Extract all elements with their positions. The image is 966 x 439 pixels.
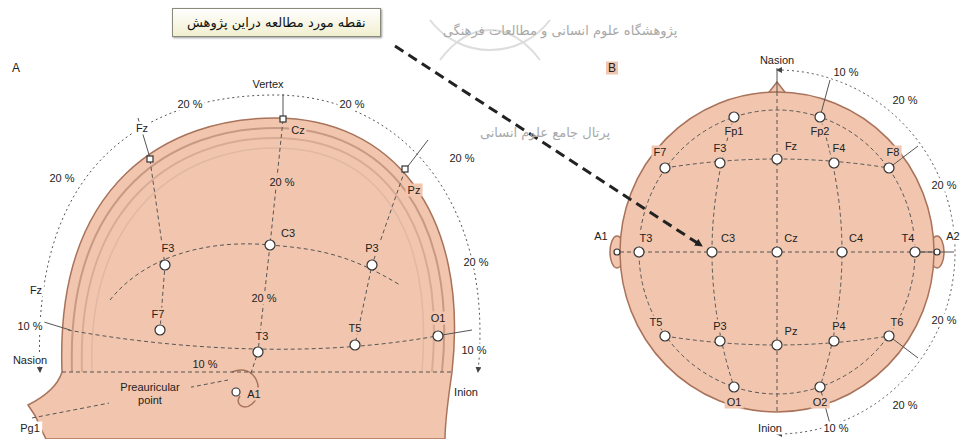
electrode-label: 10 % (190, 358, 219, 371)
watermark-text: پژوهشگاه علوم انسانی و مطالعات فرهنگی (441, 24, 680, 37)
electrode-label: 20 % (447, 152, 476, 165)
electrode-label: P3 (711, 320, 728, 333)
electrode-label: 20 % (337, 98, 366, 111)
electrode-label: Pz (783, 325, 800, 338)
electrode-label: A2 (944, 230, 961, 243)
electrode-label: T5 (648, 316, 665, 329)
electrode-label: 10 % (15, 320, 44, 333)
electrode-label: F7 (652, 146, 669, 159)
electrode-label: Pg1 (18, 422, 42, 435)
electrode-label: Vertex (250, 78, 285, 91)
electrode-label: Nasion (11, 354, 49, 367)
electrode-label: Cz (782, 232, 799, 245)
electrode-label: F7 (150, 308, 167, 321)
note-box: نقطه مورد مطالعه دراین پژوهش (172, 8, 381, 37)
electrode-label: 20 % (249, 292, 278, 305)
electrode-label: T3 (638, 232, 655, 245)
electrode-label: T3 (254, 330, 271, 343)
electrode-label: 20 % (890, 399, 919, 412)
electrode-label: 10 % (821, 422, 850, 435)
electrode-label: 10 % (459, 344, 488, 357)
electrode-label: 20 % (267, 176, 296, 189)
electrode-label: T6 (889, 316, 906, 329)
electrode-label: Pz (406, 184, 423, 197)
electrode-label: 20 % (175, 98, 204, 111)
electrode-label: Fz (134, 122, 150, 135)
electrode-label: F3 (712, 142, 729, 155)
electrode-label: T4 (900, 232, 917, 245)
panel-letter: A (10, 62, 22, 75)
electrode-label: C4 (847, 232, 865, 245)
electrode-label: 20 % (929, 179, 958, 192)
electrode-label: O2 (811, 396, 830, 409)
note-text: نقطه مورد مطالعه دراین پژوهش (187, 15, 366, 30)
electrode-label: C3 (279, 227, 297, 240)
electrode-label: Fp1 (723, 125, 746, 138)
electrode-label: 20 % (929, 314, 958, 327)
electrode-label: P4 (830, 320, 847, 333)
electrode-label: Inion (756, 422, 784, 435)
electrode-label: 20 % (461, 256, 490, 269)
electrode-label: 20 % (890, 94, 919, 107)
electrode-label: Inion (452, 386, 480, 399)
electrode-label: Fz (783, 140, 799, 153)
electrode-label: F4 (831, 142, 848, 155)
watermark-text: پرتال جامع علوم انسانی (478, 126, 612, 139)
electrode-label: Fz (28, 284, 44, 297)
electrode-label: F8 (885, 146, 902, 159)
electrode-label: O1 (725, 396, 744, 409)
electrode-label: 20 % (47, 172, 76, 185)
electrode-label: A1 (245, 388, 262, 401)
electrode-label: C3 (719, 232, 737, 245)
electrode-label: Fp2 (809, 125, 832, 138)
electrode-label: A1 (592, 230, 609, 243)
electrode-label: Nasion (758, 54, 796, 67)
electrode-label: T5 (347, 322, 364, 335)
panel-letter: B (606, 62, 618, 75)
electrode-label: P3 (363, 242, 380, 255)
electrode-label: 10 % (831, 66, 860, 79)
electrode-label: O1 (429, 312, 448, 325)
electrode-label: F3 (160, 242, 177, 255)
electrode-label: Cz (289, 124, 306, 137)
landmark-label: Preauricular point (109, 381, 191, 407)
